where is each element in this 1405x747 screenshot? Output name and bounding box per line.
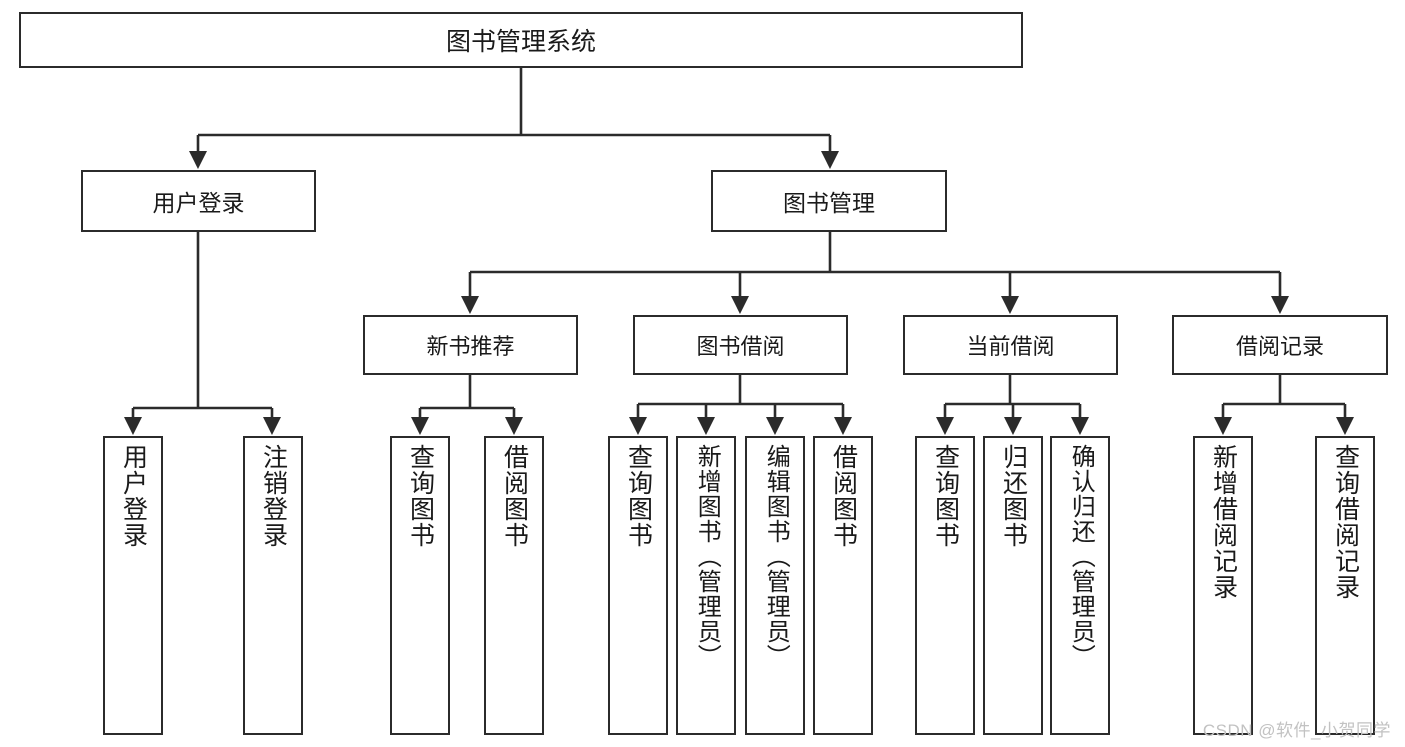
leaf-query-book-borrow[interactable]: 查询图书 — [608, 436, 668, 735]
node-book-borrow[interactable]: 图书借阅 — [633, 315, 848, 375]
leaf-label: 查询借阅记录 — [1331, 444, 1360, 600]
node-label: 借阅记录 — [1235, 334, 1324, 359]
node-book-management[interactable]: 图书管理 — [711, 170, 947, 232]
leaf-label: 注销登录 — [259, 444, 288, 548]
node-label: 当前借阅 — [966, 334, 1055, 359]
leaf-query-book-recommend[interactable]: 查询图书 — [390, 436, 450, 735]
node-label: 图书管理 — [783, 190, 875, 216]
node-user-login[interactable]: 用户登录 — [81, 170, 316, 232]
node-borrow-record[interactable]: 借阅记录 — [1172, 315, 1388, 375]
leaf-add-borrow-record[interactable]: 新增借阅记录 — [1193, 436, 1253, 735]
leaf-label: 查询图书 — [406, 444, 435, 548]
leaf-logout[interactable]: 注销登录 — [243, 436, 303, 735]
leaf-add-book-admin[interactable]: 新增图书（管理员） — [676, 436, 736, 735]
leaf-label: 查询图书 — [931, 444, 960, 548]
node-label: 新书推荐 — [426, 334, 515, 359]
leaf-borrow-book-recommend[interactable]: 借阅图书 — [484, 436, 544, 735]
node-new-book-recommend[interactable]: 新书推荐 — [363, 315, 578, 375]
node-label: 图书借阅 — [696, 334, 785, 359]
leaf-query-borrow-record[interactable]: 查询借阅记录 — [1315, 436, 1375, 735]
leaf-label: 编辑图书（管理员） — [762, 444, 790, 669]
leaf-confirm-return-admin[interactable]: 确认归还（管理员） — [1050, 436, 1110, 735]
leaf-edit-book-admin[interactable]: 编辑图书（管理员） — [745, 436, 805, 735]
leaf-label: 归还图书 — [999, 444, 1028, 548]
leaf-label: 新增图书（管理员） — [693, 444, 721, 669]
leaf-label: 借阅图书 — [500, 444, 529, 548]
leaf-label: 新增借阅记录 — [1209, 444, 1238, 600]
leaf-label: 确认归还（管理员） — [1067, 444, 1095, 669]
leaf-label: 查询图书 — [624, 444, 653, 548]
csdn-watermark: CSDN @软件_小贺同学 — [1202, 721, 1391, 740]
leaf-label: 借阅图书 — [829, 444, 858, 548]
leaf-query-book-current[interactable]: 查询图书 — [915, 436, 975, 735]
leaf-return-book[interactable]: 归还图书 — [983, 436, 1043, 735]
leaf-borrow-book[interactable]: 借阅图书 — [813, 436, 873, 735]
leaf-user-login[interactable]: 用户登录 — [103, 436, 163, 735]
node-label: 图书管理系统 — [445, 28, 596, 56]
leaf-label: 用户登录 — [119, 444, 148, 548]
node-label: 用户登录 — [152, 190, 245, 216]
node-root-library-management-system[interactable]: 图书管理系统 — [19, 12, 1023, 68]
node-current-borrow[interactable]: 当前借阅 — [903, 315, 1118, 375]
